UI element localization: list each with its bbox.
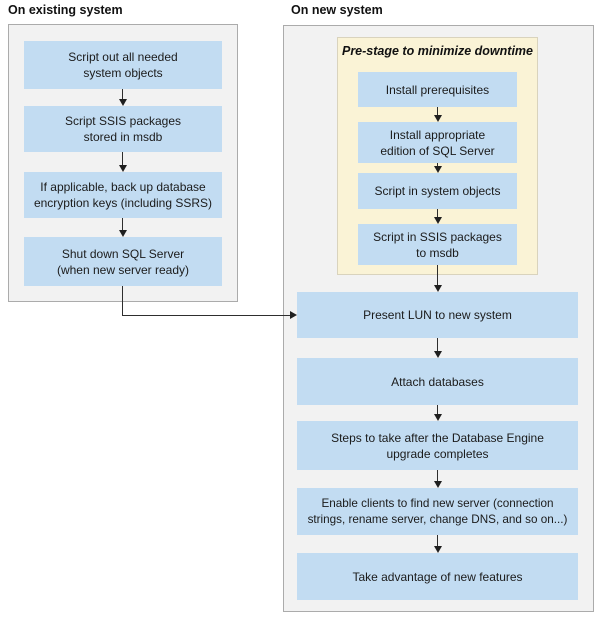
step-enable-clients: Enable clients to find new server (conne…: [297, 488, 578, 535]
down-arrow-connector: [433, 535, 442, 553]
left-column-header: On existing system: [8, 3, 123, 17]
step-take-advantage-new-features: Take advantage of new features: [297, 553, 578, 600]
down-arrow-connector: [118, 218, 127, 237]
step-present-lun: Present LUN to new system: [297, 292, 578, 338]
down-arrow-connector: [433, 470, 442, 488]
right-arrowhead: [290, 311, 297, 319]
down-arrow-connector: [433, 265, 442, 292]
down-arrow-connector: [433, 163, 442, 173]
down-arrow-connector: [433, 338, 442, 358]
step-script-ssis-packages: Script SSIS packages stored in msdb: [24, 106, 222, 152]
down-arrow-connector: [118, 89, 127, 106]
down-arrow-connector: [118, 152, 127, 172]
down-arrow-connector: [433, 107, 442, 122]
step-backup-encryption-keys: If applicable, back up database encrypti…: [24, 172, 222, 218]
step-attach-databases: Attach databases: [297, 358, 578, 405]
step-script-in-system-objects: Script in system objects: [358, 173, 517, 209]
elbow-connector-vertical: [122, 286, 123, 316]
right-column-header: On new system: [291, 3, 383, 17]
step-install-sql-server-edition: Install appropriate edition of SQL Serve…: [358, 122, 517, 163]
down-arrow-connector: [433, 405, 442, 421]
step-install-prerequisites: Install prerequisites: [358, 72, 517, 107]
step-script-out-system-objects: Script out all needed system objects: [24, 41, 222, 89]
step-post-upgrade-steps: Steps to take after the Database Engine …: [297, 421, 578, 470]
step-script-in-ssis-packages: Script in SSIS packages to msdb: [358, 224, 517, 265]
down-arrow-connector: [433, 209, 442, 224]
prestage-group-title: Pre-stage to minimize downtime: [341, 44, 533, 58]
elbow-connector-horizontal: [122, 315, 290, 316]
step-shutdown-sql-server: Shut down SQL Server (when new server re…: [24, 237, 222, 286]
